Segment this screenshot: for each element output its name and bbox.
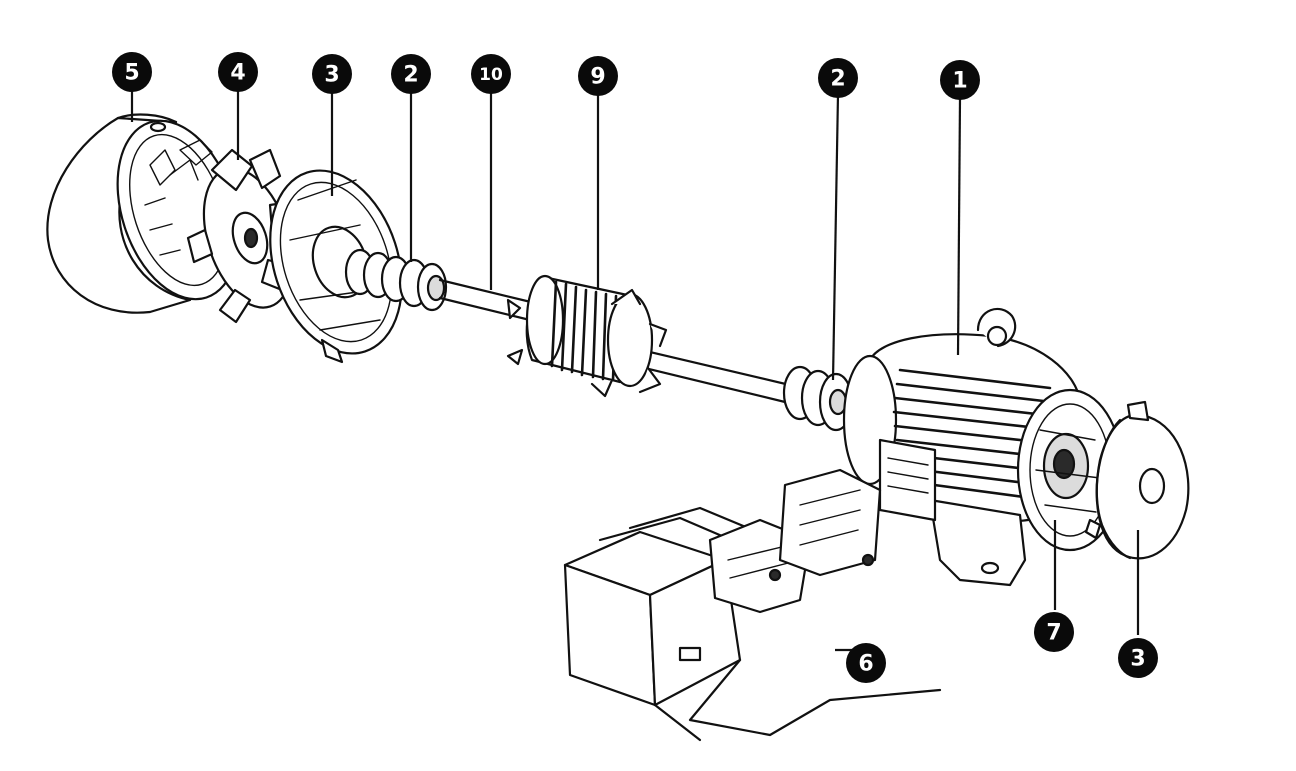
label-badge-5: 5: [112, 52, 152, 92]
label-badge-6: 6: [846, 643, 886, 683]
label-text-10: 10: [479, 65, 503, 85]
label-text-5: 5: [124, 61, 139, 86]
terminal-box-6: [563, 468, 942, 742]
label-badge-2-right: 2: [818, 58, 858, 98]
bearing-2-right: [782, 365, 854, 432]
label-badge-1: 1: [940, 60, 980, 100]
label-text-7: 7: [1046, 621, 1061, 646]
label-badge-9: 9: [578, 56, 618, 96]
label-badge-3-left: 3: [312, 54, 352, 94]
label-text-6: 6: [858, 652, 873, 677]
label-text-9: 9: [590, 65, 605, 90]
label-badge-4: 4: [218, 52, 258, 92]
label-text-2-left: 2: [403, 63, 418, 88]
label-badge-3-right: 3: [1118, 638, 1158, 678]
label-badge-10: 10: [471, 54, 511, 94]
label-text-3-left: 3: [324, 63, 339, 88]
rotor-9: [506, 274, 668, 398]
bearing-2-left: [344, 248, 448, 312]
label-badge-2-left: 2: [391, 54, 431, 94]
label-text-2-right: 2: [830, 67, 845, 92]
label-text-4: 4: [230, 61, 245, 86]
label-text-1: 1: [952, 69, 967, 94]
end-shield-3-right: [1084, 400, 1190, 560]
leader-lines: [130, 88, 1140, 652]
bearing-cover-7: [1016, 388, 1124, 552]
label-text-3-right: 3: [1130, 647, 1145, 672]
label-badge-7: 7: [1034, 612, 1074, 652]
